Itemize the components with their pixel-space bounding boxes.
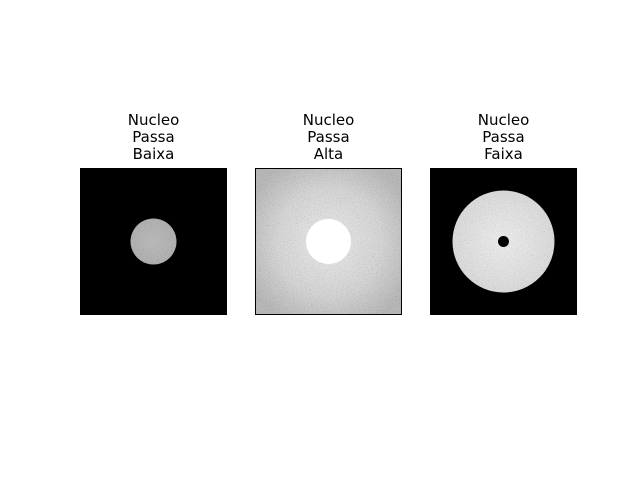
band-pass-kernel-image [430, 168, 577, 315]
title-line: Nucleo [302, 111, 355, 129]
title-line: Passa [307, 128, 350, 146]
panel-high-pass: Nucleo Passa Alta [255, 112, 402, 315]
title-line: Nucleo [477, 111, 530, 129]
title-line: Baixa [132, 145, 175, 163]
high-pass-kernel-image [255, 168, 402, 315]
panel-title: Nucleo Passa Alta [255, 112, 402, 168]
title-line: Nucleo [127, 111, 180, 129]
panel-title: Nucleo Passa Faixa [430, 112, 577, 168]
panel-low-pass: Nucleo Passa Baixa [80, 112, 227, 315]
title-line: Faixa [484, 145, 523, 163]
title-line: Passa [482, 128, 525, 146]
panel-band-pass: Nucleo Passa Faixa [430, 112, 577, 315]
low-pass-kernel-image [80, 168, 227, 315]
title-line: Passa [132, 128, 175, 146]
title-line: Alta [313, 145, 344, 163]
panel-title: Nucleo Passa Baixa [80, 112, 227, 168]
